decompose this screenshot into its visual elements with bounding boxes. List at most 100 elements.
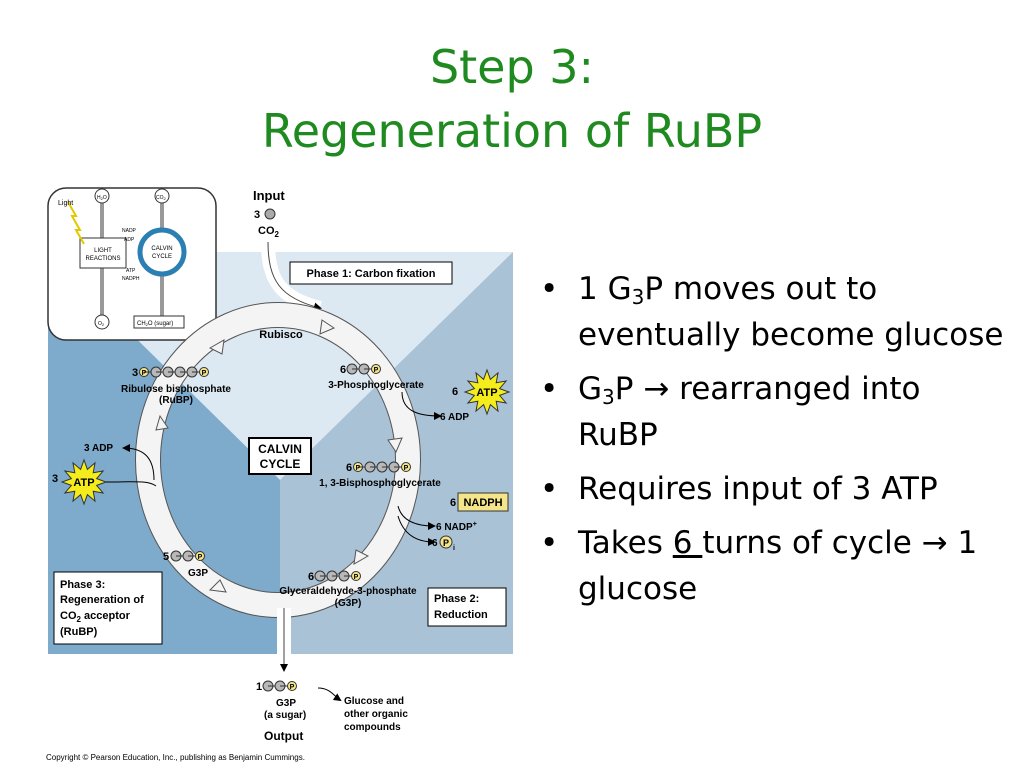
slide-title-line-1: Step 3:	[429, 40, 595, 94]
output-sugar-label: (a sugar)	[264, 710, 306, 721]
glucose-label-3: compounds	[344, 722, 401, 733]
inset-nadp-label: NADP	[122, 228, 137, 234]
inset-co2-label: CO2	[156, 195, 167, 201]
calvin-cycle-label-1: CALVIN	[258, 442, 302, 456]
inset-light-reactions-label-1: LIGHT	[94, 248, 112, 254]
rubisco-label: Rubisco	[259, 329, 303, 341]
atp-burst-left	[60, 458, 108, 506]
phase-1-label: Phase 1: Carbon fixation	[307, 268, 436, 280]
five-g3p-molecule: P	[170, 550, 205, 562]
calvin-cycle-ring	[136, 303, 420, 617]
inset-nadph-label: NADPH	[122, 276, 140, 282]
pi-phosphate-icon	[439, 535, 453, 549]
chloroplast-inset: Light H2O CO2 NADP ADP ATP NADPH LIGHT R…	[47, 187, 217, 341]
calvin-cycle-box	[248, 437, 312, 475]
phase-3-label-4: (RuBP)	[60, 626, 98, 638]
g3p-abbr: (G3P)	[335, 598, 362, 609]
phase-3-region	[48, 252, 280, 654]
phosphate-letter: P	[354, 574, 359, 581]
phase-3-box	[53, 571, 163, 645]
phase-2-label-1: Phase 2:	[434, 593, 479, 605]
atp-burst-right	[463, 368, 511, 416]
calvin-cycle-label-2: CYCLE	[260, 457, 301, 471]
phosphate-letter: P	[290, 684, 295, 691]
phosphate-icon	[287, 681, 297, 691]
bpg-name: 1, 3-Bisphosphoglycerate	[319, 478, 441, 489]
cycle-arrowhead-4	[208, 579, 227, 593]
atp-label-left: ATP	[73, 477, 94, 489]
phosphate-icon	[371, 364, 381, 374]
phase-2-box	[427, 587, 507, 627]
nadph-label: NADPH	[463, 497, 502, 509]
output-label: Output	[264, 729, 303, 743]
co2-molecule-icon	[264, 208, 276, 220]
cycle-arrowhead-2	[387, 437, 403, 454]
rubp-count: 3	[132, 367, 138, 379]
output-g3p-label: G3P	[276, 698, 296, 709]
cycle-arrowhead-5	[155, 414, 169, 431]
copyright-text: Copyright © Pearson Education, Inc., pub…	[46, 753, 305, 762]
input-co2-label: CO2	[258, 225, 280, 239]
cycle-arrowhead-3	[353, 549, 370, 565]
bpg-count: 6	[346, 462, 352, 474]
phosphate-letter: P	[404, 465, 409, 472]
bullet-list: 1 G3P moves out to eventually become glu…	[538, 266, 1008, 620]
input-count: 3	[254, 209, 260, 221]
inset-o2-label: O2	[98, 321, 105, 327]
phosphate-icon	[199, 367, 209, 377]
phosphate-letter: P	[356, 465, 361, 472]
glucose-label-2: other organic	[344, 709, 408, 720]
atp-in-count: 6	[452, 386, 458, 398]
five-g3p-count: 5	[163, 551, 169, 563]
phase-3-label-3: CO2 acceptor	[60, 610, 131, 624]
inset-light-reactions-label-2: REACTIONS	[85, 256, 120, 262]
g3p-name: Glyceraldehyde-3-phosphate	[279, 586, 417, 597]
adp-out-label: 6 ADP	[440, 412, 469, 423]
slide-title-line-2: Regeneration of RuBP	[261, 104, 763, 158]
inset-calvin-label-2: CYCLE	[152, 254, 172, 260]
g3p-molecule: P	[314, 570, 361, 582]
input-label: Input	[253, 188, 285, 203]
bullet-item-3: Requires input of 3 ATP	[538, 466, 1008, 512]
inset-light-label: Light	[58, 200, 73, 207]
rubp-name: Ribulose bisphosphate	[121, 384, 231, 395]
g3p-count: 6	[308, 571, 314, 583]
phase-3-label-2: Regeneration of	[60, 594, 144, 606]
bullet-item-1: 1 G3P moves out to eventually become glu…	[538, 266, 1008, 358]
pg-count: 6	[340, 364, 346, 376]
nadph-count: 6	[450, 497, 456, 509]
pi-label: P	[443, 538, 449, 548]
pi-sub: i	[453, 545, 455, 552]
inset-adp-label: ADP	[124, 237, 135, 243]
calvin-cycle-diagram: Light H2O CO2 NADP ADP ATP NADPH LIGHT R…	[46, 187, 513, 762]
cycle-arrowhead-6	[208, 339, 225, 355]
adp-3-label: 3 ADP	[84, 443, 113, 454]
nadp-out-label: 6 NADP+	[436, 521, 477, 533]
phosphate-letter: P	[202, 370, 207, 377]
phosphate-letter: P	[142, 370, 147, 377]
phosphate-icon	[401, 462, 411, 472]
phosphate-icon	[195, 551, 205, 561]
phosphate-letter: P	[198, 554, 203, 561]
bullet-item-4: Takes 6 turns of cycle → 1 glucose	[538, 520, 1008, 612]
phosphate-letter: P	[374, 367, 379, 374]
nadph-box	[457, 492, 509, 512]
cycle-arrowhead-1	[319, 319, 336, 335]
output-count: 1	[256, 681, 262, 693]
phase-2-label-2: Reduction	[434, 609, 488, 621]
output-g3p-molecule: P	[262, 680, 297, 692]
pg-name: 3-Phosphoglycerate	[328, 380, 424, 391]
pg-molecule: P	[346, 363, 381, 375]
atp-label-right: ATP	[476, 387, 497, 399]
inset-h2o-label: H2O	[97, 195, 107, 201]
inset-calvin-label-1: CALVIN	[151, 246, 172, 252]
bullet-item-2: G3P → rearranged into RuBP	[538, 366, 1008, 458]
inset-atp-label: ATP	[126, 268, 136, 274]
phase-3-label-1: Phase 3:	[60, 579, 105, 591]
glucose-label-1: Glucose and	[344, 696, 404, 707]
inset-sugar-label: CH2O (sugar)	[137, 321, 173, 327]
phosphate-icon	[351, 571, 361, 581]
